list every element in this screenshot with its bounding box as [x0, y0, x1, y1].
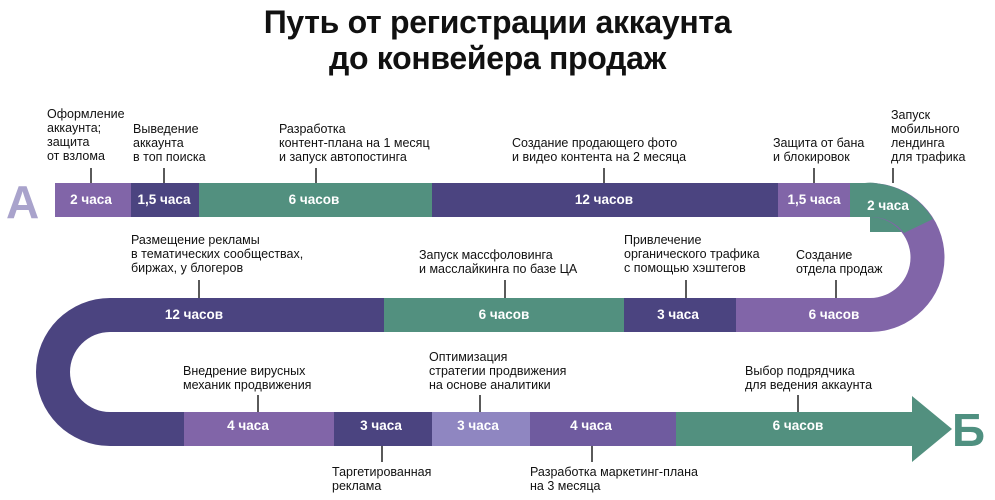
step-label-2: Выведение аккаунта в топ поиска — [133, 122, 206, 164]
duration-r3-4: 4 часа — [570, 418, 612, 433]
duration-r2-2: 3 часа — [657, 307, 699, 322]
segment-r2-3 — [110, 298, 384, 332]
duration-r1-1: 2 часа — [70, 192, 112, 207]
duration-r1-5: 1,5 часа — [787, 192, 841, 207]
step-label-15: Разработка маркетинг-плана на 3 месяца — [530, 465, 698, 493]
segment-r3-2 — [334, 412, 432, 446]
row-3-band — [184, 396, 952, 462]
step-label-4: Создание продающего фото и видео контент… — [512, 136, 687, 164]
duration-r3-1: 4 часа — [227, 418, 269, 433]
segment-r1-4 — [432, 183, 778, 217]
segment-r2-1 — [624, 298, 736, 332]
step-label-7: Размещение рекламы в тематических сообще… — [131, 233, 304, 275]
step-label-8: Запуск массфоловинга и масслайкинга по б… — [419, 248, 578, 276]
connectors — [90, 168, 894, 462]
row-1-band — [55, 183, 850, 217]
step-label-1: Оформление аккаунта; защита от взлома — [47, 107, 125, 163]
segment-r3-5-arrow — [676, 396, 952, 462]
end-letter: Б — [952, 404, 985, 456]
step-label-3: Разработка контент-плана на 1 месяц и за… — [279, 122, 430, 164]
step-label-13: Выбор подрядчика для ведения аккаунта — [745, 364, 873, 392]
right-turn — [736, 182, 945, 332]
step-label-11: Внедрение вирусных механик продвижения — [183, 364, 312, 392]
segment-r1-2 — [131, 183, 199, 217]
segment-r2-2 — [384, 298, 624, 332]
turn-curve-teal-top — [850, 183, 933, 233]
step-label-12: Оптимизация стратегии продвижения на осн… — [429, 350, 567, 392]
segment-r1-5 — [778, 183, 850, 217]
step-label-9: Привлечение органического трафика с помо… — [624, 233, 760, 275]
duration-r2-1: 6 часов — [809, 307, 860, 322]
start-letter: А — [6, 176, 39, 228]
step-label-6: Запуск мобильного лендинга для трафика — [891, 108, 966, 164]
duration-r1-6: 2 часа — [867, 198, 909, 213]
duration-r2-3: 6 часов — [479, 307, 530, 322]
duration-r2-4: 12 часов — [165, 307, 223, 322]
segment-labels: 2 часа 1,5 часа 6 часов 12 часов 1,5 час… — [70, 192, 909, 433]
duration-r3-2: 3 часа — [360, 418, 402, 433]
segment-r3-3 — [432, 412, 530, 446]
left-turn — [36, 298, 184, 446]
duration-r1-3: 6 часов — [289, 192, 340, 207]
duration-r3-5: 6 часов — [773, 418, 824, 433]
title-line-2: до конвейера продаж — [328, 40, 667, 76]
step-label-10: Создание отдела продаж — [796, 248, 883, 276]
title-line-1: Путь от регистрации аккаунта — [263, 4, 732, 40]
segment-r3-1 — [184, 412, 334, 446]
row-2-band — [110, 298, 736, 332]
step-label-5: Защита от бана и блокировок — [773, 136, 865, 164]
step-label-14: Таргетированная реклама — [332, 465, 432, 493]
segment-r1-3 — [199, 183, 432, 217]
duration-r1-2: 1,5 часа — [137, 192, 191, 207]
page-title: Путь от регистрации аккаунта до конвейер… — [0, 4, 995, 76]
duration-r1-4: 12 часов — [575, 192, 633, 207]
duration-r3-3: 3 часа — [457, 418, 499, 433]
segment-r1-1 — [55, 183, 131, 217]
segment-r3-4 — [530, 412, 676, 446]
